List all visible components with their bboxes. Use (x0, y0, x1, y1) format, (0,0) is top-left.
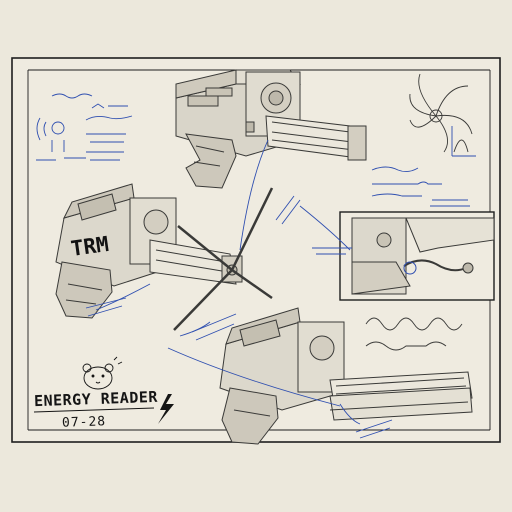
blue-annotations (36, 73, 476, 439)
sheet-code: 07-28 (61, 414, 107, 431)
lightning-bolt-icon (158, 394, 174, 424)
hamster-doodle-icon (82, 356, 123, 390)
device-sketch-bottom (219, 307, 473, 445)
trm-logo: TRM (69, 232, 110, 261)
title-underline (33, 407, 155, 413)
detail-inset (339, 211, 495, 301)
device-sketch-top (175, 69, 367, 189)
device-sketch-middle (55, 183, 274, 331)
spiral-doodle-icon (409, 73, 473, 153)
svg-text:TRM: TRM (69, 232, 110, 261)
